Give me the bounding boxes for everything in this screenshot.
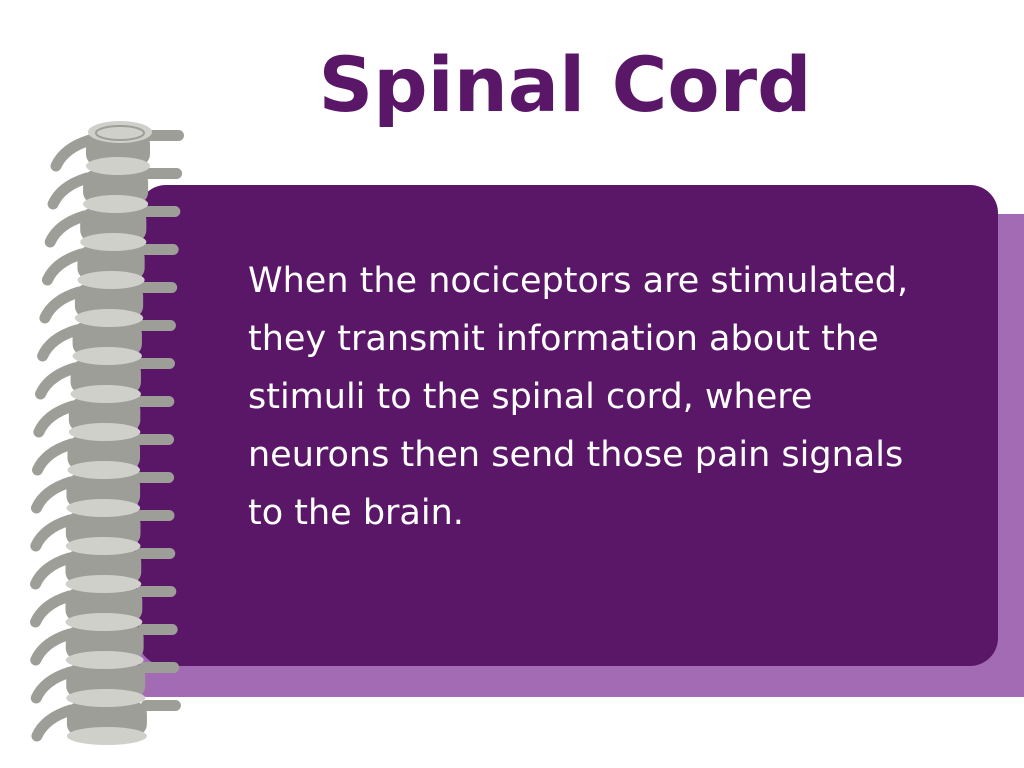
vertebra-body	[67, 436, 141, 470]
spine-icon	[29, 121, 184, 745]
vertebral-disc	[66, 499, 141, 517]
vertebra-body	[68, 398, 141, 432]
vertebra-body	[66, 702, 147, 736]
info-card	[138, 185, 998, 666]
spinous-process	[134, 358, 175, 369]
spinous-process	[138, 244, 179, 255]
transverse-process	[30, 552, 76, 590]
spinous-process	[137, 282, 178, 293]
vertebral-disc	[65, 651, 144, 669]
spinous-process	[134, 510, 175, 521]
vertebra-body	[74, 284, 144, 318]
transverse-process	[41, 248, 87, 286]
transverse-process	[44, 210, 90, 248]
transverse-process	[30, 666, 76, 704]
spinous-process	[144, 130, 184, 141]
spinous-process	[137, 624, 178, 635]
vertebral-disc	[65, 613, 143, 631]
spinous-process	[135, 320, 176, 331]
vertebra-body	[65, 550, 142, 584]
vertebra-body	[65, 512, 141, 546]
vertebra-body	[83, 170, 149, 204]
vertebral-disc	[66, 727, 147, 745]
transverse-process	[39, 286, 85, 324]
spinous-process	[136, 586, 177, 597]
vertebral-disc	[86, 157, 150, 175]
vertebra-body	[65, 626, 144, 660]
spinous-process	[139, 662, 180, 673]
vertebra-body	[66, 474, 141, 508]
vertebra-body	[80, 208, 147, 242]
vertebral-disc	[80, 233, 147, 251]
vertebra-top-rim	[95, 125, 145, 141]
vertebral-disc	[72, 347, 142, 365]
spinous-process	[140, 206, 181, 217]
transverse-process	[33, 400, 79, 438]
vertebral-disc	[83, 195, 149, 213]
vertebra-body	[70, 360, 141, 394]
page-title: Spinal Cord	[318, 40, 812, 129]
spinous-process	[135, 548, 176, 559]
vertebra-body	[65, 588, 143, 622]
spinous-process	[134, 472, 175, 483]
vertebra-body	[77, 246, 145, 280]
transverse-process	[47, 172, 93, 210]
transverse-process	[50, 134, 96, 172]
transverse-process	[30, 476, 76, 514]
vertebral-disc	[68, 423, 141, 441]
transverse-process	[37, 324, 83, 362]
transverse-process	[29, 590, 75, 628]
transverse-process	[31, 438, 77, 476]
vertebral-disc	[67, 461, 141, 479]
vertebral-disc	[66, 689, 146, 707]
vertebral-disc	[74, 309, 144, 327]
transverse-process	[30, 514, 76, 552]
transverse-process	[31, 704, 77, 742]
body-text: When the nociceptors are stimulated, the…	[248, 261, 909, 533]
spinous-process	[134, 434, 175, 445]
spinous-process	[140, 700, 181, 711]
vertebra-body	[66, 664, 146, 698]
vertebral-disc	[70, 385, 141, 403]
vertebral-disc	[77, 271, 145, 289]
spinous-process	[142, 168, 183, 179]
transverse-process	[30, 628, 76, 666]
spinous-process	[134, 396, 175, 407]
vertebra-body	[72, 322, 142, 356]
vertebral-disc	[65, 537, 141, 555]
transverse-process	[35, 362, 81, 400]
vertebral-disc	[65, 575, 142, 593]
